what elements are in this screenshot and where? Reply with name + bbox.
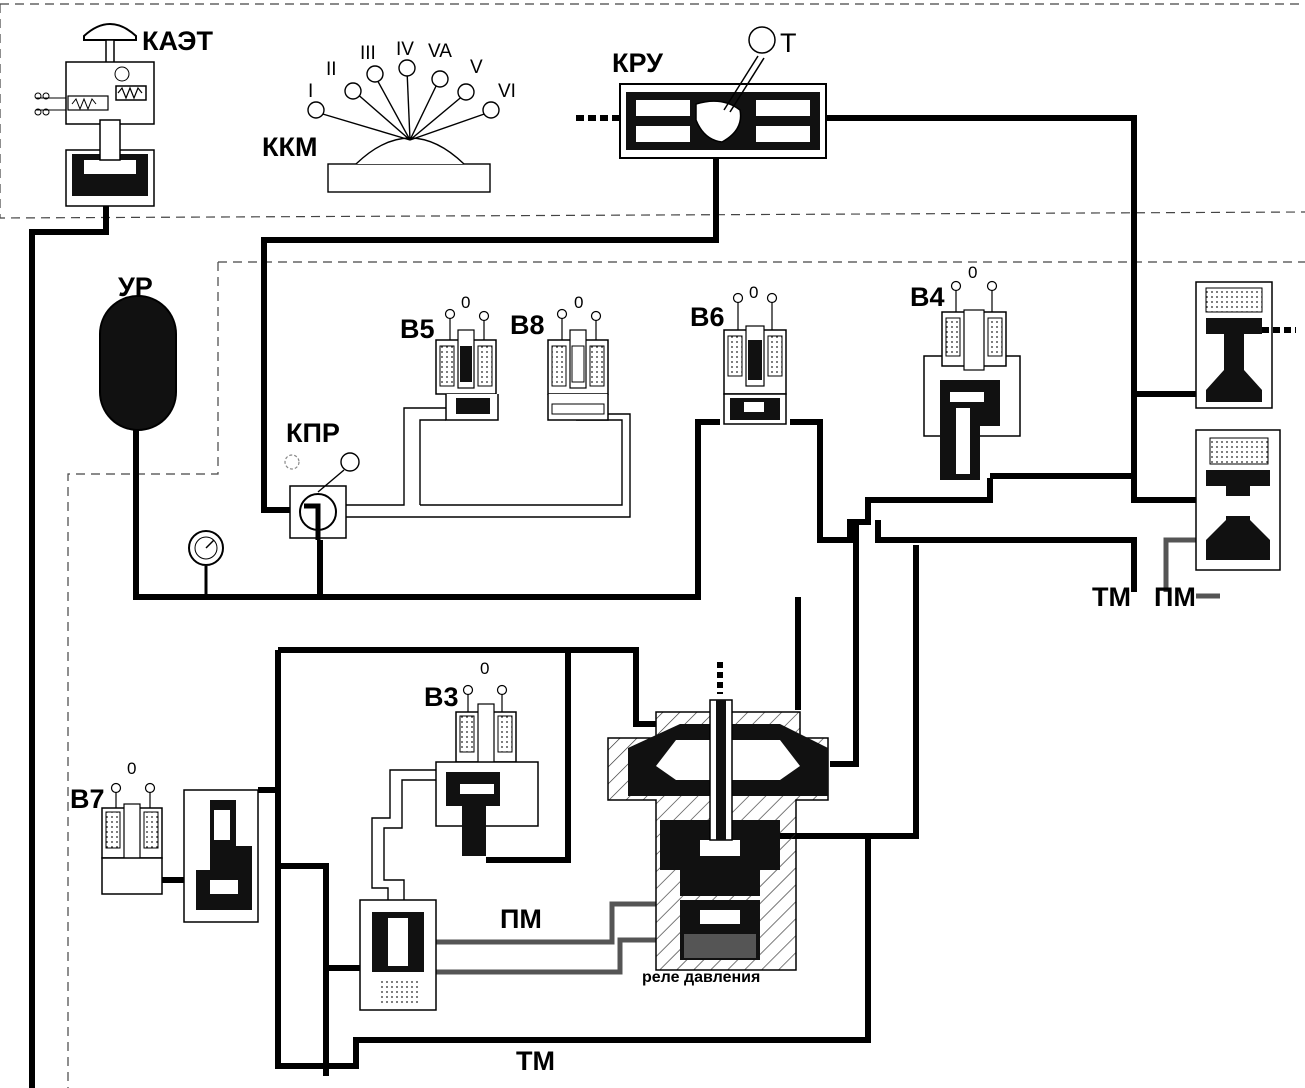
kru-valve (576, 26, 827, 159)
pressure-relay (607, 662, 829, 971)
dashed-boundaries (0, 3, 1305, 1088)
valve-b7 (101, 782, 163, 895)
kpr-valve (284, 452, 360, 540)
label-b6: В6 (690, 302, 725, 332)
label-b5: В5 (400, 314, 435, 344)
label-b3: В3 (424, 682, 459, 712)
valve-b4 (923, 280, 1021, 480)
kkm-position-6: VI (498, 81, 516, 102)
label-kru: КРУ (612, 48, 663, 78)
kkm-controller (307, 59, 500, 193)
label-tm-right: ТМ (1092, 582, 1131, 612)
zero-b5: 0 (461, 293, 471, 312)
zero-b8: 0 (574, 293, 584, 312)
kkm-position-2: II (326, 59, 337, 80)
valve-b5 (435, 308, 499, 421)
label-t: Т (780, 28, 797, 58)
kkm-position-va: VA (428, 41, 452, 62)
secondary-pipes (436, 537, 1220, 975)
valve-b8 (547, 308, 609, 421)
label-b4: В4 (910, 282, 945, 312)
label-pm-right: ПМ (1154, 582, 1196, 612)
label-b8: В8 (510, 310, 545, 340)
kkm-position-4: IV (396, 39, 414, 60)
valve-b3 (435, 684, 539, 856)
label-ur: УР (118, 272, 153, 302)
kaet-valve (34, 23, 155, 207)
label-pm-center: ПМ (500, 904, 542, 934)
right-upper-valve (1195, 281, 1296, 409)
zero-b3: 0 (480, 659, 490, 678)
zero-b4: 0 (968, 263, 978, 282)
valve-b6 (723, 292, 787, 425)
main-pipes (29, 115, 1196, 1088)
label-tm-bottom: ТМ (516, 1046, 555, 1076)
pm-pilot-valve (359, 899, 437, 1011)
label-b7: В7 (70, 784, 105, 814)
label-kaet: КАЭТ (142, 26, 214, 56)
label-relay: реле давления (642, 969, 761, 986)
kkm-position-5: V (470, 57, 483, 78)
ur-reservoir (99, 295, 177, 431)
manometer (188, 530, 224, 597)
label-kkm: ККМ (262, 132, 318, 162)
kkm-position-1: I (308, 81, 314, 102)
label-kpr: КПР (286, 418, 340, 448)
kkm-position-3: III (360, 43, 376, 64)
right-lower-valve (1195, 429, 1281, 571)
zero-b6: 0 (749, 283, 759, 302)
zero-b7: 0 (127, 759, 137, 778)
b7-relay-block (183, 789, 259, 923)
